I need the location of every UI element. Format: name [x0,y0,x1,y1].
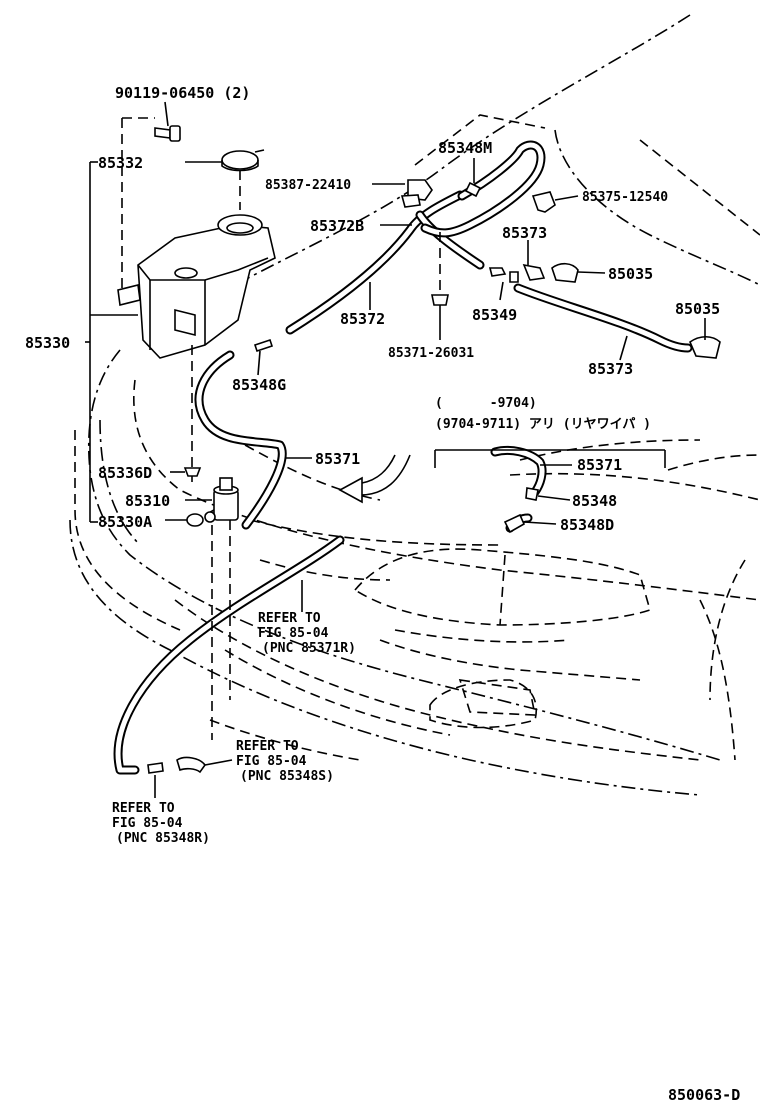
ref3-line2: FIG 85-04 [112,816,183,831]
label-90119-06450: 90119-06450 (2) [115,84,250,102]
leader-lines [85,101,706,798]
washer-pump [204,477,239,521]
bolt [154,125,181,142]
ref2-line1: REFER TO [236,739,299,754]
ref3-line1: REFER TO [112,801,175,816]
label-85348M: 85348M [438,139,492,157]
part-labels: 90119-06450 (2) 85332 85387-22410 85348M… [25,84,720,534]
label-85373-lower: 85373 [588,360,633,378]
label-85330A: 85330A [98,513,152,531]
label-85330: 85330 [25,334,70,352]
clip [183,467,202,482]
label-85332: 85332 [98,154,143,172]
washer-reservoir-tank [117,214,276,359]
connectors-and-nozzles [147,179,721,774]
car-body-outline [69,14,760,796]
label-85348D: 85348D [560,516,614,534]
label-85349: 85349 [472,306,517,324]
ref3-line3: (PNC 85348R) [116,831,210,846]
variant-range-1: ( -9704) [435,396,537,411]
label-85348G: 85348G [232,376,286,394]
variant-note: ( -9704) (9704-9711) アリ (リヤワイパ ) [435,396,651,432]
ref1-line2: FIG 85-04 [258,626,329,641]
arrow-icon [338,454,411,504]
grommet [186,511,216,527]
label-85372B: 85372B [310,217,364,235]
label-85373-upper: 85373 [502,224,547,242]
label-85371-variant: 85371 [577,456,622,474]
label-85372: 85372 [340,310,385,328]
label-85371-26031: 85371-26031 [388,346,474,361]
ref1-line1: REFER TO [258,611,321,626]
label-85035-rear: 85035 [675,300,720,318]
label-85035-front: 85035 [608,265,653,283]
label-85371: 85371 [315,450,360,468]
ref2-line3: (PNC 85348S) [240,769,334,784]
label-85336D: 85336D [98,464,152,482]
label-85387-22410: 85387-22410 [265,178,351,193]
figure-id: 850063-D [668,1086,740,1104]
label-85375-12540: 85375-12540 [582,190,668,205]
ref1-line3: (PNC 85371R) [262,641,356,656]
reference-notes: REFER TO FIG 85-04 (PNC 85371R) REFER TO… [112,611,356,846]
label-85348: 85348 [572,492,617,510]
label-85310: 85310 [125,492,170,510]
ref2-line2: FIG 85-04 [236,754,307,769]
variant-range-2: (9704-9711) アリ (リヤワイパ ) [435,417,651,432]
tank-cap [221,149,265,172]
